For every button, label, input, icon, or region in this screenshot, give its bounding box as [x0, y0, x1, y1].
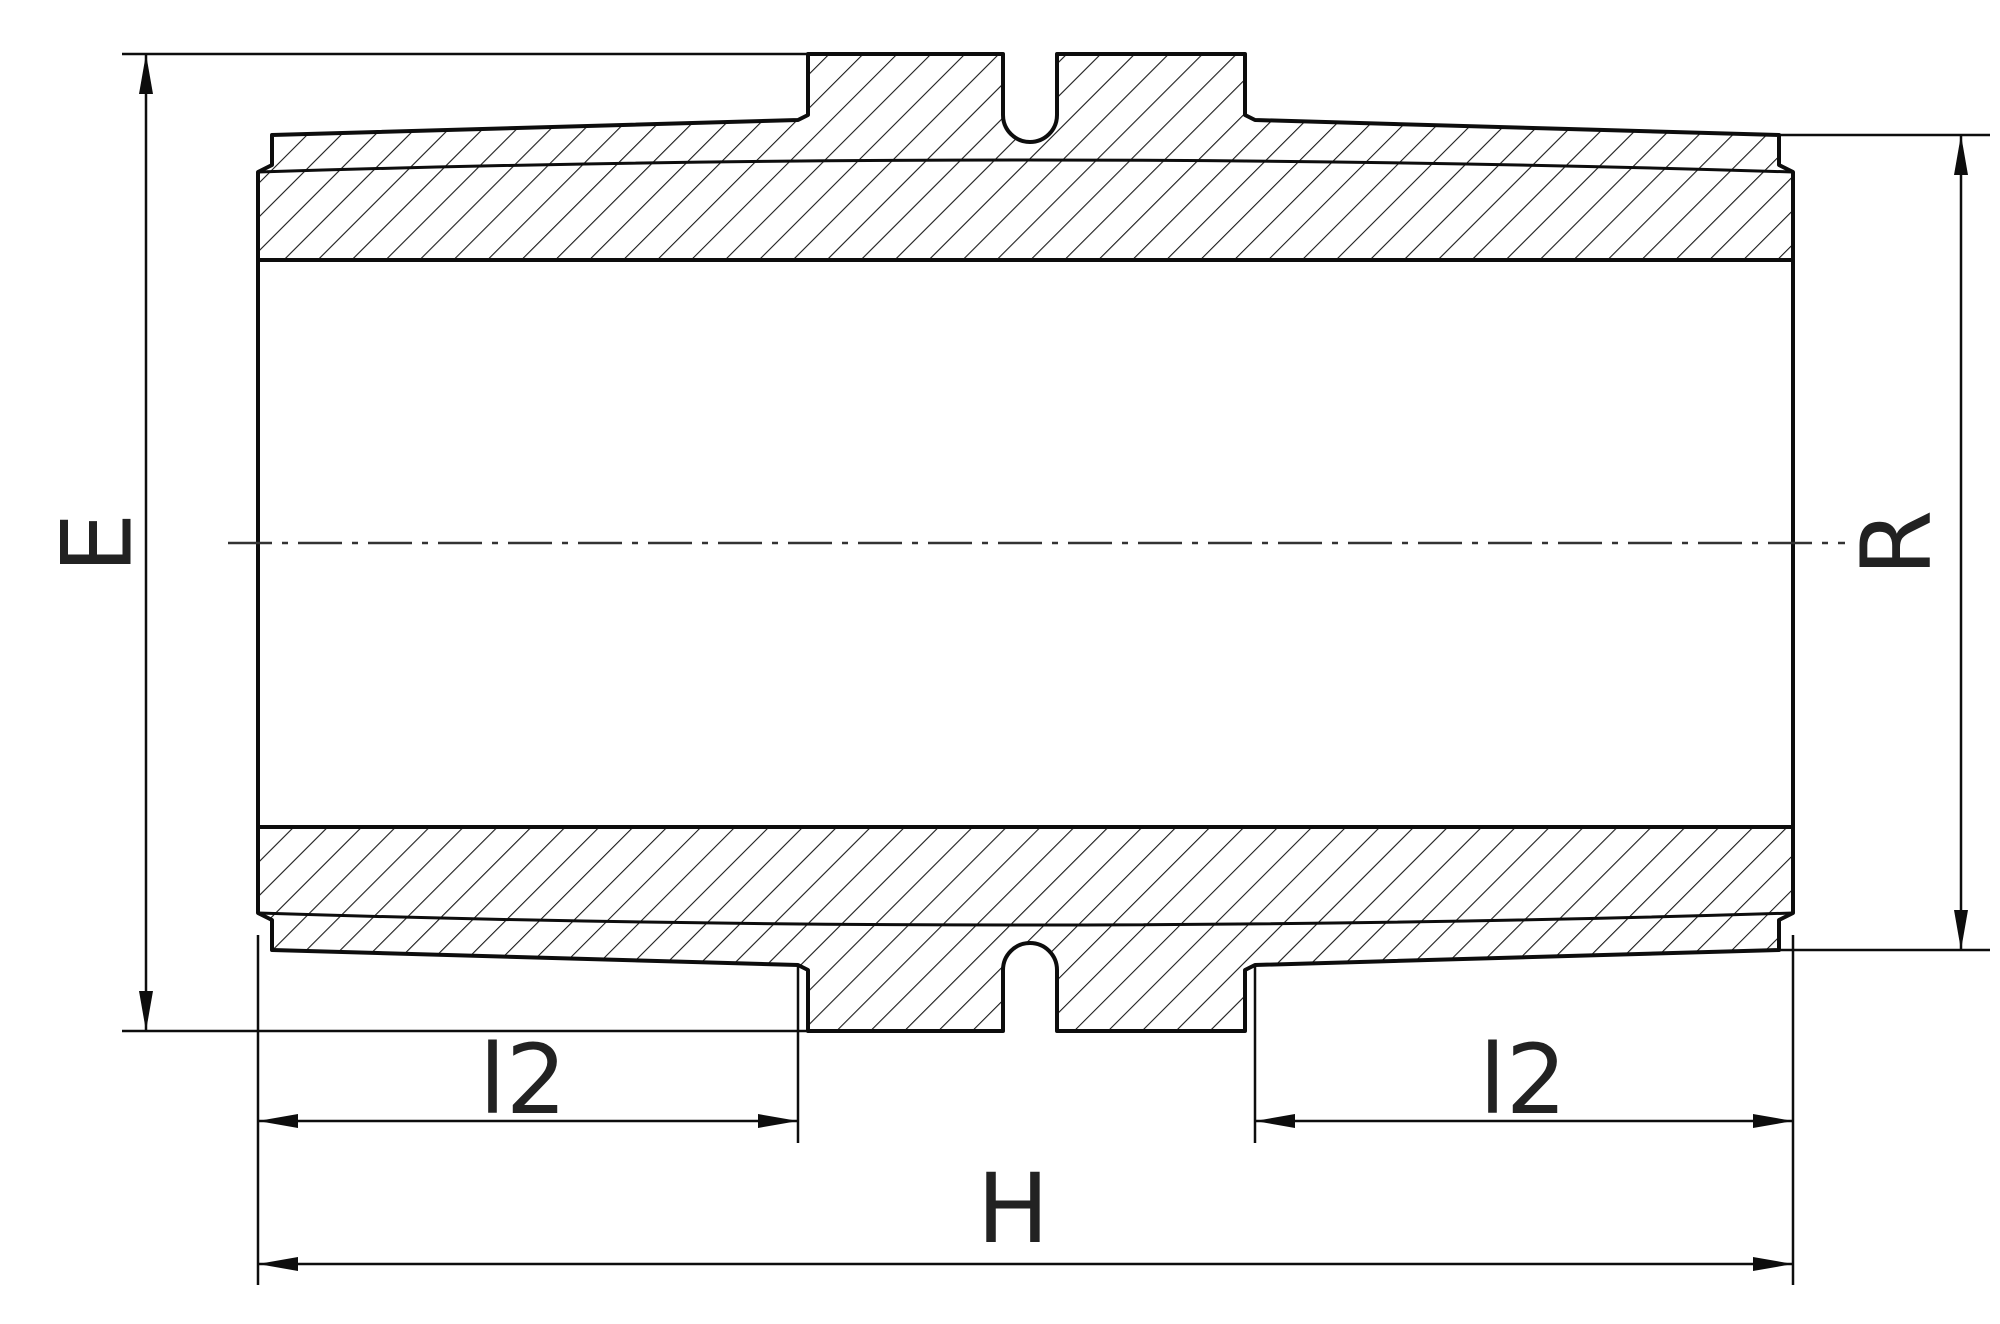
- l2-right-label: l2: [1479, 1024, 1567, 1136]
- lower-wall-section: [256, 825, 1795, 1033]
- upper-wall-hatch: [256, 52, 1795, 262]
- e-label: E: [41, 513, 153, 574]
- upper-wall-section: [256, 52, 1795, 262]
- lower-wall-hatch: [256, 825, 1795, 1033]
- dimension-l2-right: l2: [1253, 935, 1795, 1285]
- r-label: R: [1840, 510, 1952, 577]
- dimension-l2-left: l2: [256, 935, 800, 1285]
- lower-thread-root-line: [257, 911, 1794, 927]
- upper-thread-root-line: [257, 158, 1794, 174]
- l2-left-label: l2: [479, 1024, 567, 1136]
- h-label: H: [977, 1153, 1049, 1265]
- dimension-e: E: [41, 52, 808, 1033]
- dimension-r: R: [1779, 133, 1990, 952]
- dimension-h: H: [258, 1153, 1793, 1271]
